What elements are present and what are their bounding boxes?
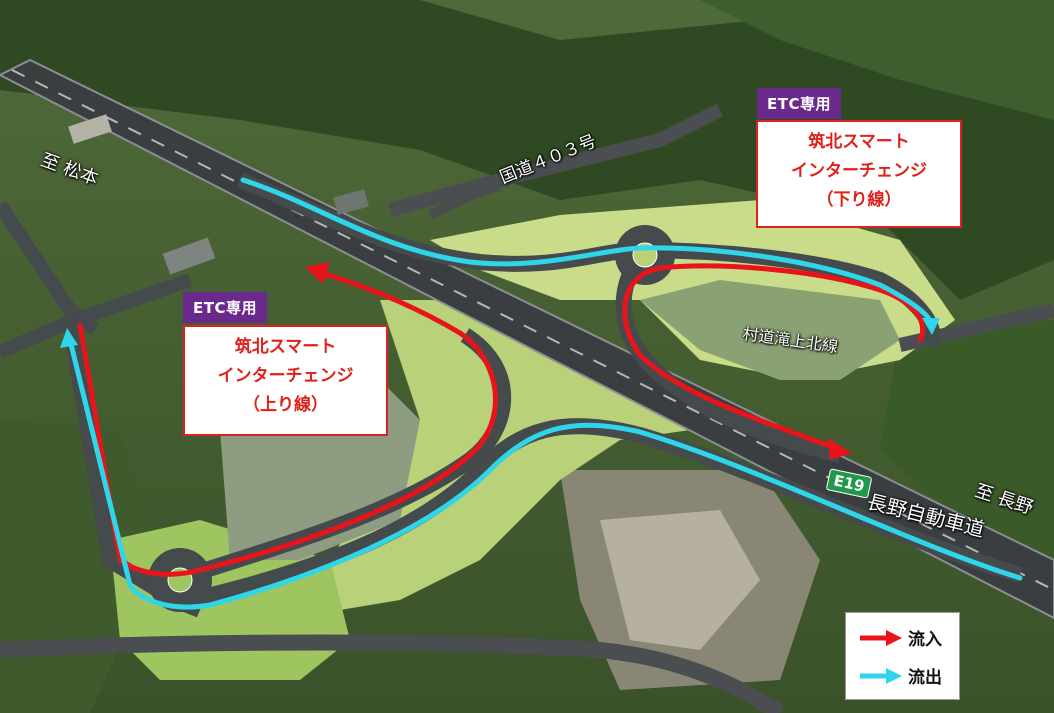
- expressway-deck: [0, 60, 1054, 618]
- interchange-direction-down: （下り線）: [816, 190, 902, 210]
- interchange-name-down: 筑北スマート: [808, 132, 910, 152]
- outflow-route-south: [67, 337, 1023, 610]
- expressway-centerline: [11, 69, 1054, 591]
- interchange-direction-up: （上り線）: [243, 395, 328, 415]
- outflow-arrowhead-north: [922, 318, 940, 335]
- route-403-spur: [427, 181, 502, 220]
- inflow-arrowhead-south: [305, 262, 330, 284]
- outflow-route-north: [240, 177, 935, 328]
- legend: 流入 流出: [845, 612, 960, 700]
- forest-north: [0, 0, 1054, 300]
- inflow-routes: [77, 263, 926, 577]
- toll-building-west: [162, 237, 216, 275]
- south-road: [0, 634, 785, 713]
- inflow-arrowhead-north: [828, 438, 852, 460]
- inflow-route-south: [77, 269, 498, 577]
- expressway-edge: [0, 58, 1054, 620]
- legend-row-outflow: 流出: [858, 663, 942, 688]
- quarry-pit: [600, 510, 760, 650]
- red-arrow-icon: [860, 629, 902, 646]
- interchange-type-down: インターチェンジ: [791, 161, 927, 181]
- cyan-arrow-icon: [860, 667, 902, 684]
- etc-badge-up: ETC専用: [183, 292, 267, 323]
- legend-outflow-label: 流出: [908, 668, 942, 688]
- interchange-name-up: 筑北スマート: [234, 337, 337, 357]
- embankment-center: [330, 300, 760, 610]
- interchange-label-down: 筑北スマート インターチェンジ （下り線）: [756, 120, 962, 228]
- outflow-arrowhead-south: [60, 328, 78, 348]
- outflow-routes: [67, 177, 1023, 610]
- building-northwest: [68, 114, 112, 144]
- inflow-route-north: [622, 263, 926, 451]
- etc-badge-down: ETC専用: [757, 88, 841, 119]
- interchange-type-up: インターチェンジ: [217, 366, 354, 386]
- forest-east: [880, 320, 1054, 560]
- interchange-label-up: 筑北スマート インターチェンジ （上り線）: [183, 325, 388, 436]
- route-403-road: [388, 103, 724, 217]
- legend-row-inflow: 流入: [858, 625, 942, 650]
- tunnel-portal: [333, 189, 369, 215]
- forest-northeast: [700, 0, 1054, 120]
- inner-loop-slope: [640, 280, 900, 380]
- legend-inflow-label: 流入: [908, 630, 942, 650]
